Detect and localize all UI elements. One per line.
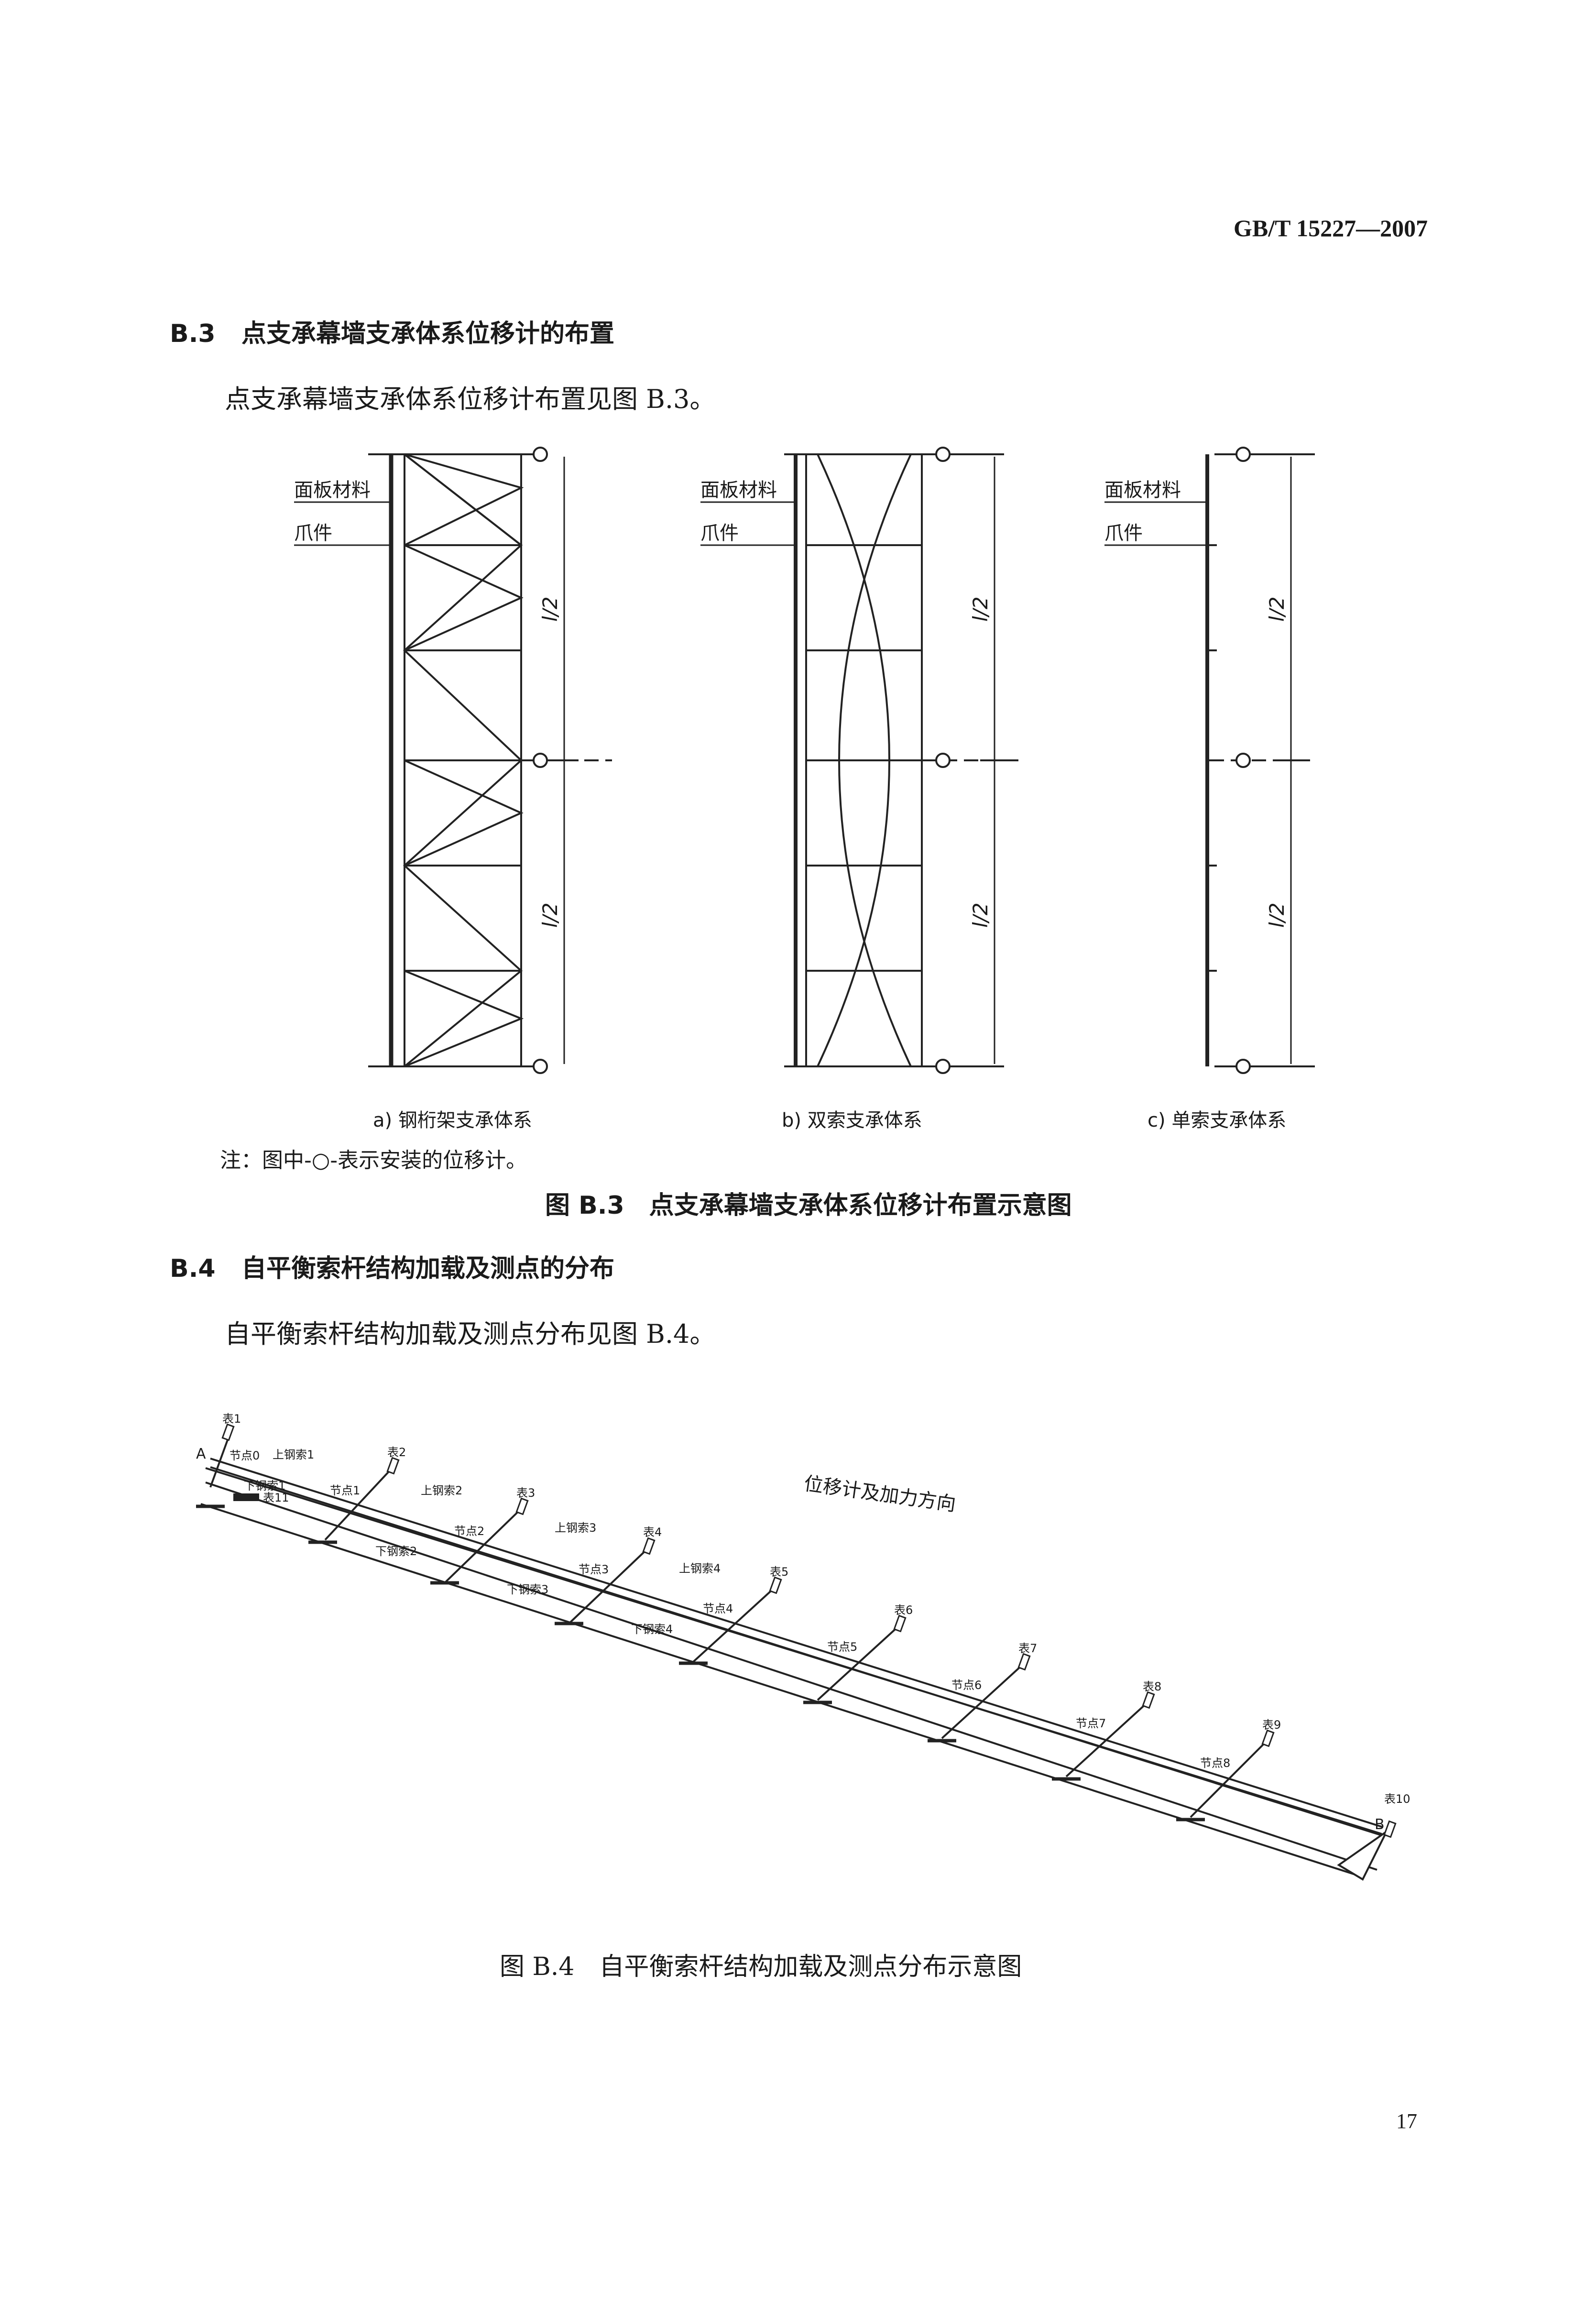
figure-b4-caption: 图 B.4 自平衡索杆结构加载及测点分布示意图 <box>500 1953 1022 1981</box>
lower-cable-label: 下钢索1 <box>244 1479 285 1492</box>
single-cable-system-c <box>1205 453 1315 1067</box>
gauge-label: 表10 <box>1384 1792 1410 1806</box>
gauge-label: 表3 <box>516 1486 535 1500</box>
gauge-label: 表4 <box>643 1525 662 1539</box>
upper-cable-label: 上钢索3 <box>555 1521 596 1535</box>
point-b-label: B <box>1375 1816 1385 1833</box>
node-label: 节点6 <box>951 1679 982 1692</box>
figure-b3-note: 注：图中-○-表示安装的位移计。 <box>220 1148 527 1173</box>
upper-cable-label: 上钢索2 <box>421 1484 462 1497</box>
subcaption-c: c) 单索支承体系 <box>1148 1109 1287 1131</box>
upper-cable-label: 上钢索4 <box>679 1562 721 1575</box>
label-claw-b: 爪件 <box>700 522 739 544</box>
dim-label: l/2 <box>969 902 992 928</box>
struts <box>209 1434 1268 1818</box>
dim-label: l/2 <box>969 596 992 622</box>
page-number: 17 <box>1396 2109 1417 2133</box>
label-claw-c: 爪件 <box>1104 522 1143 544</box>
section-b4-number: B.4 <box>170 1254 216 1283</box>
subcaption-b: b) 双索支承体系 <box>782 1109 922 1131</box>
dim-label: l/2 <box>1265 902 1289 928</box>
node-label: 节点5 <box>827 1640 857 1654</box>
figure-b3-caption: 图 B.3 点支承幕墙支承体系位移计布置示意图 <box>545 1191 1072 1220</box>
truss-system-a <box>368 453 612 1067</box>
displacement-gauge-icon <box>533 753 548 768</box>
displacement-gauge-icon <box>533 1059 548 1074</box>
subcaption-a: a) 钢桁架支承体系 <box>373 1109 532 1131</box>
gauge-label: 表9 <box>1262 1718 1281 1732</box>
section-b3-paragraph: 点支承幕墙支承体系位移计布置见图 B.3。 <box>225 384 716 414</box>
displacement-gauge-icon <box>935 753 951 768</box>
label-panel-c: 面板材料 <box>1104 479 1181 501</box>
dim-label: l/2 <box>538 596 562 622</box>
figure-b3-diagram: 面板材料 爪件 面板材料 爪件 面板材料 爪件 l/2 l/2 l/2 l/2 … <box>294 447 1315 1074</box>
section-b4-title: 自平衡索杆结构加载及测点的分布 <box>241 1254 615 1283</box>
gauge-label: 表1 <box>222 1412 241 1426</box>
node-label: 节点2 <box>454 1525 484 1538</box>
section-b3-title: 点支承幕墙支承体系位移计的布置 <box>241 319 615 348</box>
label-claw-a: 爪件 <box>294 522 332 544</box>
lower-cable-label: 下钢索2 <box>375 1545 417 1558</box>
point-a-label: A <box>196 1446 206 1462</box>
section-b4-heading: B.4 自平衡索杆结构加载及测点的分布 <box>170 1248 614 1284</box>
section-b3-heading: B.3 点支承幕墙支承体系位移计的布置 <box>170 313 614 349</box>
node-label: 节点4 <box>703 1602 733 1615</box>
section-b3-number: B.3 <box>170 319 216 348</box>
section-b4-paragraph: 自平衡索杆结构加载及测点分布见图 B.4。 <box>225 1319 716 1349</box>
displacement-gauge-icon <box>935 1059 951 1074</box>
gauge-label: 表5 <box>770 1565 788 1579</box>
direction-label: 位移计及加力方向 <box>803 1472 957 1515</box>
node-label: 节点7 <box>1076 1717 1106 1730</box>
lower-cable-label: 下钢索3 <box>507 1583 548 1596</box>
double-cable-system-b <box>784 453 1018 1067</box>
gauge-label: 表8 <box>1143 1680 1161 1693</box>
lower-cable-label: 下钢索4 <box>631 1623 673 1636</box>
gauge-label: 表2 <box>387 1446 406 1459</box>
figure-b4-diagram: A B 表1 表2 表3 表4 表5 表6 表7 表8 表9 表10 表11 节… <box>196 1412 1410 1881</box>
upper-cable-label: 上钢索1 <box>273 1448 314 1461</box>
label-panel-b: 面板材料 <box>700 479 777 501</box>
displacement-gauge-icon <box>533 447 548 462</box>
displacement-gauge-icon <box>1235 447 1251 462</box>
node-label: 节点3 <box>579 1563 609 1576</box>
node-label: 节点0 <box>230 1449 260 1462</box>
gauge-label: 表7 <box>1018 1642 1037 1655</box>
dim-label: l/2 <box>1265 596 1289 622</box>
gauge-label: 表6 <box>894 1603 913 1617</box>
dim-label: l/2 <box>538 902 562 928</box>
displacement-gauge-icon <box>935 447 951 462</box>
displacement-gauge-icon <box>1235 753 1251 768</box>
label-panel-a: 面板材料 <box>294 479 371 501</box>
gauge-label: 表11 <box>263 1491 289 1504</box>
standard-code: GB/T 15227—2007 <box>1234 215 1428 241</box>
node-label: 节点1 <box>330 1484 360 1497</box>
node-label: 节点8 <box>1200 1756 1230 1770</box>
displacement-gauge-icon <box>1235 1059 1251 1074</box>
